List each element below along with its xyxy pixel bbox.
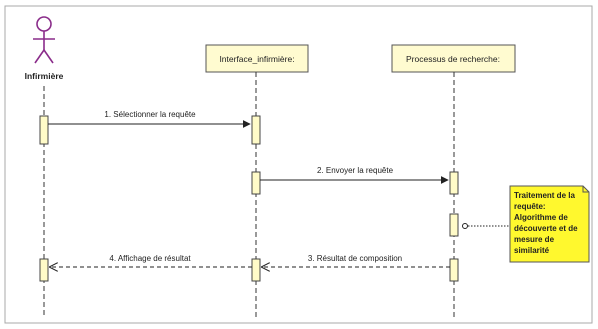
message-3-label: 3. Résultat de composition [308, 254, 402, 263]
message-4-label: 4. Affichage de résultat [109, 254, 191, 263]
note-connector [462, 223, 510, 229]
message-3: 3. Résultat de composition [262, 254, 450, 267]
activation-actor-2 [39, 258, 49, 282]
activation-interface-3 [251, 258, 261, 282]
activation-processus-2 [449, 213, 459, 237]
lifeline-label-interface: Interface_infirmière: [219, 54, 294, 64]
activation-interface-2 [251, 171, 261, 195]
lifeline-label-processus: Processus de recherche: [406, 54, 500, 64]
note-line: Algorithme de [514, 213, 568, 222]
message-1: 1. Sélectionner la requête [48, 110, 251, 128]
note-box: Traitement de la requête: Algorithme de … [509, 185, 590, 263]
note-line: découverte et de [514, 224, 578, 233]
actor-label: Infirmière [25, 71, 64, 81]
message-4: 4. Affichage de résultat [50, 254, 252, 267]
note-line: Traitement de la [514, 191, 575, 200]
note-text: Traitement de la requête: Algorithme de … [514, 191, 580, 255]
activation-processus-3 [449, 258, 459, 282]
stick-figure-actor-icon [33, 16, 55, 64]
message-2-label: 2. Envoyer la requête [317, 166, 394, 175]
activation-interface-1 [251, 115, 261, 145]
actor-nurse: Infirmière [25, 16, 64, 81]
activation-processus-1 [449, 171, 459, 195]
lifeline-header-processus: Processus de recherche: [391, 44, 516, 73]
note-line: requête: [514, 202, 546, 211]
message-1-label: 1. Sélectionner la requête [104, 110, 196, 119]
activation-actor-1 [39, 115, 49, 145]
lifeline-header-interface: Interface_infirmière: [205, 44, 309, 73]
message-2: 2. Envoyer la requête [260, 166, 449, 184]
note-line: mesure de [514, 235, 555, 244]
note-line: similarité [514, 246, 550, 255]
